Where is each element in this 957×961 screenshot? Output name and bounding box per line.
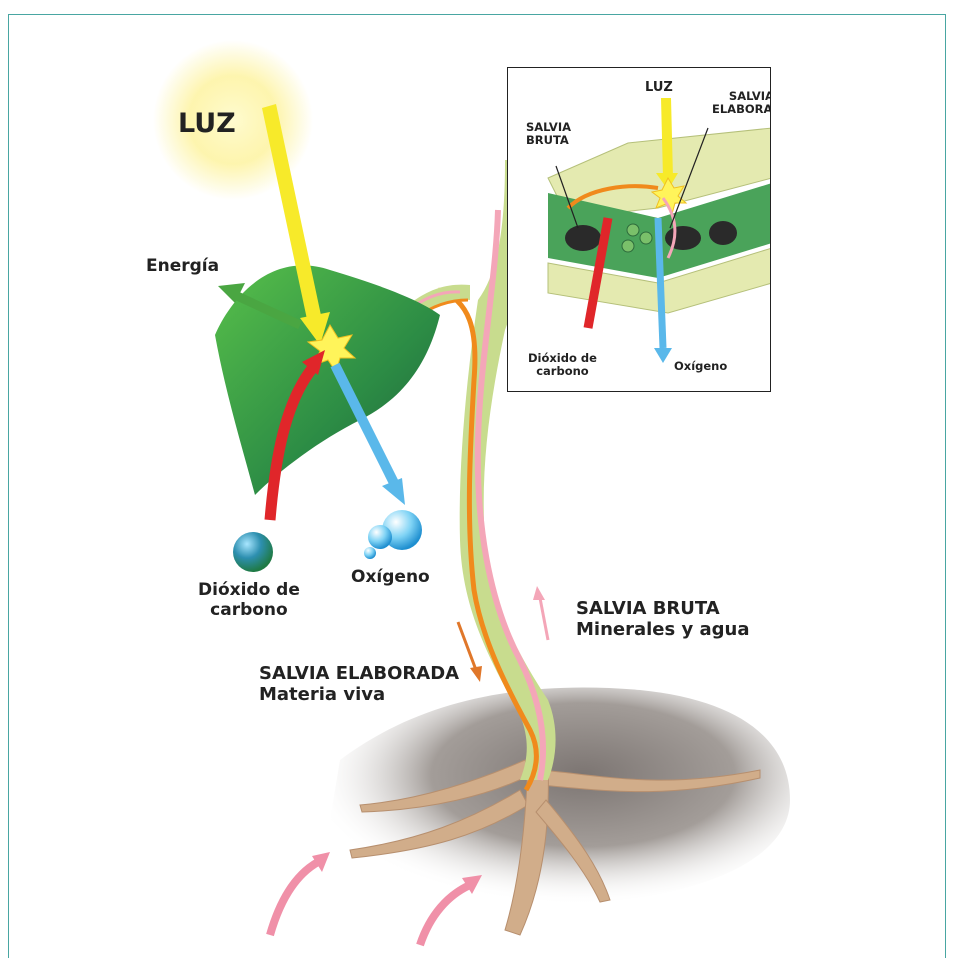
energy-label: Energía bbox=[146, 256, 219, 276]
inset-co2-line2: carbono bbox=[528, 365, 597, 378]
salvia-elaborada-label: SALVIA ELABORADA Materia viva bbox=[259, 663, 459, 705]
co2-molecule bbox=[233, 532, 273, 572]
inset-light-label: LUZ bbox=[645, 81, 673, 96]
sap-elaborada-arrow bbox=[458, 622, 482, 682]
inset-salvia-bruta-label: SALVIA BRUTA bbox=[526, 121, 571, 147]
light-label: LUZ bbox=[178, 108, 236, 140]
salvia-elaborada-desc: Materia viva bbox=[259, 684, 459, 705]
salvia-bruta-title: SALVIA BRUTA bbox=[576, 598, 749, 619]
co2-label: Dióxido de carbono bbox=[198, 580, 300, 620]
soil bbox=[330, 688, 790, 906]
salvia-bruta-desc: Minerales y agua bbox=[576, 619, 749, 640]
inset-co2-label: Dióxido de carbono bbox=[528, 352, 597, 378]
inset-salvia-elaborada-label: SALVIA ELABORADA bbox=[712, 90, 771, 116]
sap-bruta-arrow bbox=[533, 586, 548, 640]
oxygen-molecules bbox=[364, 510, 422, 559]
inset-salvia-bruta-line2: BRUTA bbox=[526, 134, 571, 147]
inset-illustration bbox=[508, 68, 771, 392]
oxygen-label: Oxígeno bbox=[351, 567, 430, 587]
inset-salvia-elaborada-line2: ELABORADA bbox=[712, 103, 771, 116]
inset-oxygen-label: Oxígeno bbox=[674, 360, 727, 373]
co2-label-line1: Dióxido de bbox=[198, 580, 300, 600]
co2-label-line2: carbono bbox=[198, 600, 300, 620]
salvia-bruta-label: SALVIA BRUTA Minerales y agua bbox=[576, 598, 749, 640]
salvia-elaborada-title: SALVIA ELABORADA bbox=[259, 663, 459, 684]
leaf-cross-section-inset: LUZ SALVIA ELABORADA SALVIA BRUTA Dióxid… bbox=[507, 67, 771, 392]
